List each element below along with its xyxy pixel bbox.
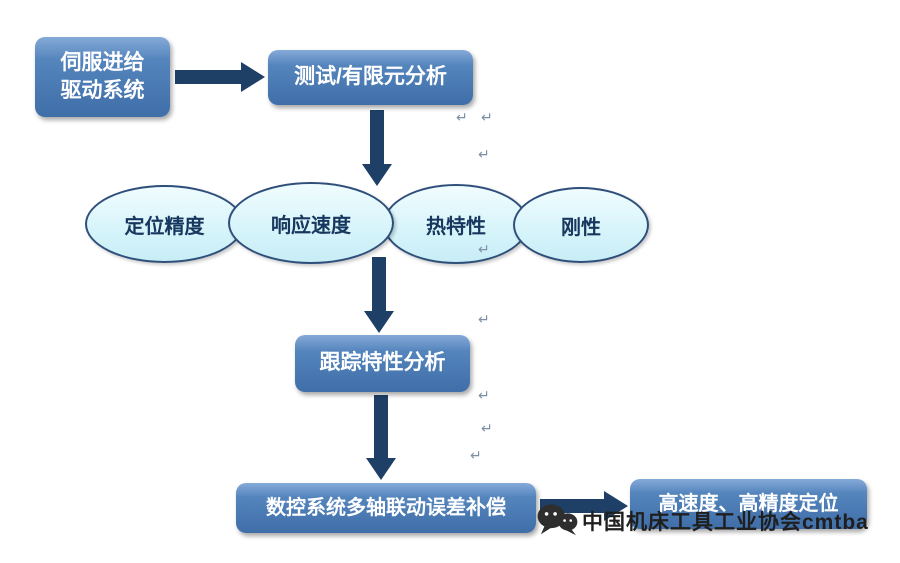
tracking-box-label: 跟踪特性分析 <box>319 351 446 375</box>
result-box-label: 高速度、高精度定位 <box>658 492 839 515</box>
paragraph-mark: ↵ <box>481 420 493 436</box>
servo-feed-drive-system-box: 伺服进给 驱动系统 <box>35 37 170 117</box>
watermark: 中国机床工具工业协会cmtba <box>536 503 869 539</box>
paragraph-mark: ↵ <box>478 241 490 257</box>
servo-box-label-line1: 伺服进给 <box>60 50 145 74</box>
paragraph-mark: ↵ <box>478 311 490 327</box>
factor-ellipse-thermal-characteristics: 热特性 <box>383 184 529 264</box>
factor-label-rigidity: 刚性 <box>561 216 601 239</box>
high-speed-precision-positioning-box: 高速度、高精度定位 <box>630 479 867 529</box>
wechat-bubbles-icon <box>537 504 578 536</box>
arrow-factors-to-tracking <box>364 257 394 333</box>
factor-label-thermal: 热特性 <box>426 215 486 238</box>
factor-ellipse-rigidity: 刚性 <box>513 187 649 263</box>
factor-label-positioning: 定位精度 <box>124 215 205 238</box>
compensation-box-label: 数控系统多轴联动误差补偿 <box>266 496 506 519</box>
paragraph-mark: ↵ <box>470 447 482 463</box>
test-fea-box: 测试/有限元分析 <box>268 50 473 105</box>
watermark-text: 中国机床工具工业协会cmtba <box>582 511 869 534</box>
factor-ellipse-positioning-accuracy: 定位精度 <box>85 185 244 263</box>
arrow-servo-to-test <box>175 62 265 92</box>
cnc-multiaxis-error-compensation-box: 数控系统多轴联动误差补偿 <box>236 483 536 533</box>
servo-box-label-line2: 驱动系统 <box>60 79 145 102</box>
factor-label-response: 响应速度 <box>271 214 351 237</box>
test-box-label: 测试/有限元分析 <box>294 65 447 89</box>
paragraph-mark: ↵ <box>481 109 493 125</box>
arrow-test-to-factors <box>362 110 392 186</box>
factor-ellipse-response-speed: 响应速度 <box>228 182 394 264</box>
arrow-tracking-to-compensation <box>366 395 396 480</box>
paragraph-mark: ↵ <box>478 146 490 162</box>
paragraph-mark: ↵ <box>478 387 490 403</box>
tracking-characteristic-analysis-box: 跟踪特性分析 <box>295 335 470 392</box>
paragraph-mark: ↵ <box>456 109 468 125</box>
